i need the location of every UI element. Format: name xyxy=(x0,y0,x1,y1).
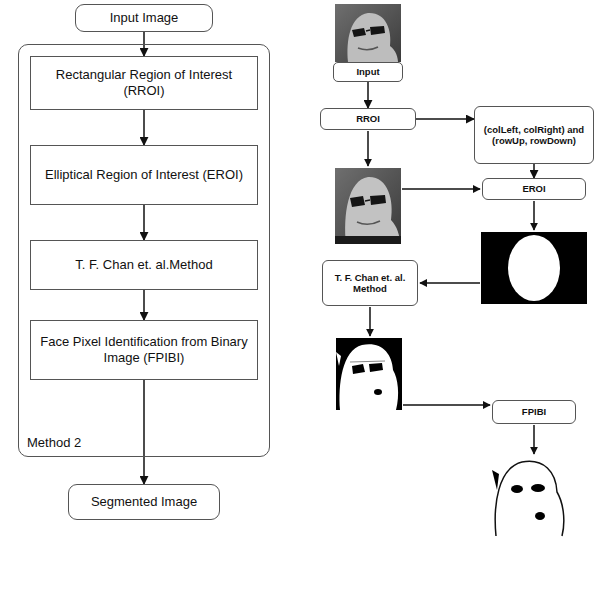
step-box: RROI xyxy=(320,108,416,130)
ellipse-mask xyxy=(481,232,587,304)
process-box: Rectangular Region of Interest (RROI) xyxy=(30,56,258,110)
box-label: Input Image xyxy=(110,10,179,26)
rroi-photo xyxy=(335,168,401,244)
box-label: Rectangular Region of Interest (RROI) xyxy=(39,67,249,98)
box-label: Face Pixel Identification from Binary Im… xyxy=(39,334,249,365)
flow-arrow xyxy=(143,110,145,145)
step-box: EROI xyxy=(482,178,586,200)
box-label: T. F. Chan et. al. Method xyxy=(327,272,413,295)
flow-arrow xyxy=(143,205,145,240)
step-box: T. F. Chan et. al. Method xyxy=(322,260,418,306)
box-label: EROI xyxy=(522,183,545,194)
box-label: (colLeft, colRight) and (rowUp, rowDown) xyxy=(479,124,589,147)
terminal-box: Input Image xyxy=(75,4,213,32)
terminal-box: Segmented Image xyxy=(68,484,220,520)
flow-arrow xyxy=(533,164,535,178)
step-box: Input xyxy=(333,62,403,82)
process-box: T. F. Chan et. al.Method xyxy=(30,240,258,290)
step-box: FPIBI xyxy=(492,400,576,424)
box-label: Input xyxy=(356,66,379,77)
flow-arrow xyxy=(416,118,474,120)
box-label: T. F. Chan et. al.Method xyxy=(75,257,212,273)
box-label: RROI xyxy=(356,113,380,124)
method-group: Method 2 Rectangular Region of Interest (… xyxy=(18,44,270,457)
process-box: Face Pixel Identification from Binary Im… xyxy=(30,320,258,380)
parameter-box: (colLeft, colRight) and (rowUp, rowDown) xyxy=(474,106,594,164)
segmented-image xyxy=(492,456,572,536)
process-box: Elliptical Region of Interest (EROI) xyxy=(30,145,258,205)
flow-arrow xyxy=(143,380,145,484)
flow-arrow xyxy=(143,290,145,320)
flow-arrow xyxy=(367,82,369,108)
binary-image xyxy=(336,338,402,410)
box-label: Elliptical Region of Interest (EROI) xyxy=(45,167,243,183)
box-label: FPIBI xyxy=(522,406,546,417)
box-label: Segmented Image xyxy=(91,494,197,510)
group-label: Method 2 xyxy=(25,435,83,451)
input-photo xyxy=(335,4,401,62)
